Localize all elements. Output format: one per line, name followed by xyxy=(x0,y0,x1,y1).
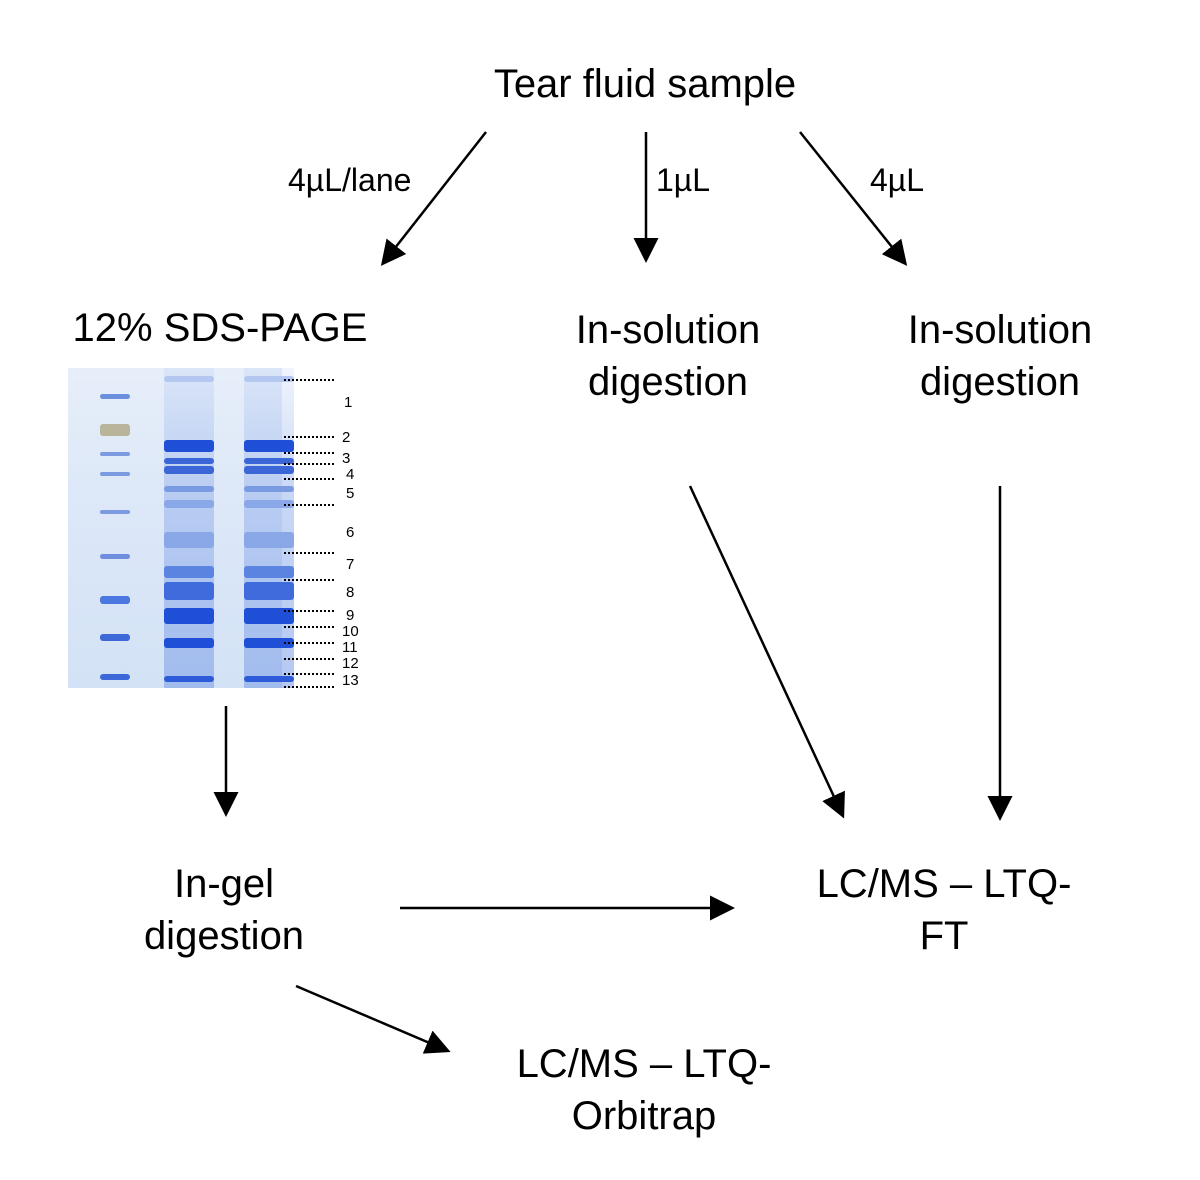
gel-slice-label: 6 xyxy=(346,524,355,541)
arrow-sample-to-solution-2 xyxy=(799,131,908,266)
node-tear-fluid-sample: Tear fluid sample xyxy=(420,58,870,110)
gel-band xyxy=(100,424,130,436)
gel-slice-divider xyxy=(284,452,334,454)
arrow-solution-1-to-ft xyxy=(688,485,845,819)
node-label-line-2: digestion xyxy=(919,360,1081,404)
gel-band xyxy=(244,582,294,600)
gel-band xyxy=(164,500,214,508)
gel-slice-label: 4 xyxy=(346,466,355,483)
gel-band xyxy=(164,486,214,492)
gel-band xyxy=(164,532,214,548)
gel-band xyxy=(164,676,214,682)
gel-band xyxy=(100,472,130,476)
gel-lane-sample-1 xyxy=(164,368,214,688)
gel-band xyxy=(244,458,294,464)
gel-band xyxy=(244,466,294,474)
node-label-line-2: Orbitrap xyxy=(571,1094,717,1138)
gel-slice-divider xyxy=(284,379,334,381)
gel-slice-label: 3 xyxy=(342,450,351,467)
node-lcms-ltq-orbitrap: LC/MS – LTQ- Orbitrap xyxy=(474,1038,814,1142)
node-label-line-1: In-solution xyxy=(575,308,761,352)
node-label-line-1: In-solution xyxy=(907,308,1093,352)
gel-slice-label: 9 xyxy=(346,607,355,624)
gel-band xyxy=(164,466,214,474)
node-in-solution-digestion-2: In-solution digestion xyxy=(850,304,1150,408)
gel-slice-divider xyxy=(284,463,334,465)
gel-band xyxy=(244,500,294,508)
gel-band xyxy=(244,638,294,648)
gel-band xyxy=(164,458,214,464)
gel-slice-label: 12 xyxy=(342,655,359,672)
gel-slice-label: 7 xyxy=(346,556,355,573)
node-in-gel-digestion: In-gel digestion xyxy=(74,858,374,962)
gel-slice-divider xyxy=(284,610,334,612)
gel-band xyxy=(100,674,130,680)
gel-band xyxy=(100,634,130,641)
gel-slice-divider xyxy=(284,552,334,554)
node-lcms-ltq-ft: LC/MS – LTQ- FT xyxy=(774,858,1114,962)
gel-image xyxy=(68,368,294,688)
gel-slice-divider xyxy=(284,579,334,581)
gel-slice-label: 1 xyxy=(344,394,353,411)
node-label-line-2: digestion xyxy=(143,914,305,958)
gel-slice-divider xyxy=(284,478,334,480)
gel-band xyxy=(100,452,130,456)
node-label-line-1: LC/MS – LTQ- xyxy=(816,862,1072,906)
gel-band xyxy=(244,566,294,578)
gel-slice-divider xyxy=(284,658,334,660)
gel-slice-label: 2 xyxy=(342,429,351,446)
gel-slice-label: 10 xyxy=(342,623,359,640)
gel-band xyxy=(100,596,130,604)
node-label-line-1: LC/MS – LTQ- xyxy=(516,1042,772,1086)
gel-lane-ladder xyxy=(100,368,130,688)
gel-slice-label: 13 xyxy=(342,672,359,689)
gel-band xyxy=(244,532,294,548)
gel-band xyxy=(244,676,294,682)
node-label: 12% SDS-PAGE xyxy=(72,306,368,350)
gel-band xyxy=(244,486,294,492)
arrow-sample-to-gel xyxy=(380,131,487,266)
gel-slice-divider xyxy=(284,504,334,506)
gel-band xyxy=(164,638,214,648)
edge-label-to-solution-1: 1µL xyxy=(656,162,711,198)
gel-band xyxy=(244,608,294,624)
node-label: Tear fluid sample xyxy=(493,62,797,106)
gel-lane-sample-2 xyxy=(244,368,294,688)
arrow-in-gel-to-orbitrap xyxy=(295,984,451,1054)
gel-band xyxy=(164,440,214,452)
node-label-line-2: FT xyxy=(919,914,969,958)
node-label-line-1: In-gel xyxy=(173,862,275,906)
gel-slice-divider xyxy=(284,686,334,688)
edge-label-to-solution-2: 4µL xyxy=(870,162,925,198)
node-sds-page: 12% SDS-PAGE xyxy=(30,302,410,354)
gel-slice-label: 5 xyxy=(346,485,355,502)
gel-slice-divider xyxy=(284,626,334,628)
gel-band xyxy=(164,376,214,382)
edge-label-to-gel: 4µL/lane xyxy=(288,162,412,198)
gel-band xyxy=(164,608,214,624)
gel-band xyxy=(100,554,130,559)
gel-band xyxy=(164,582,214,600)
gel-band xyxy=(244,376,294,382)
gel-band xyxy=(244,440,294,452)
gel-slice-divider xyxy=(284,673,334,675)
gel-band xyxy=(100,510,130,514)
gel-slice-label: 11 xyxy=(342,639,358,656)
gel-slice-label: 8 xyxy=(346,584,355,601)
node-label-line-2: digestion xyxy=(587,360,749,404)
node-in-solution-digestion-1: In-solution digestion xyxy=(518,304,818,408)
gel-band xyxy=(100,394,130,399)
gel-slice-divider xyxy=(284,642,334,644)
gel-band xyxy=(164,566,214,578)
gel-slice-divider xyxy=(284,436,334,438)
